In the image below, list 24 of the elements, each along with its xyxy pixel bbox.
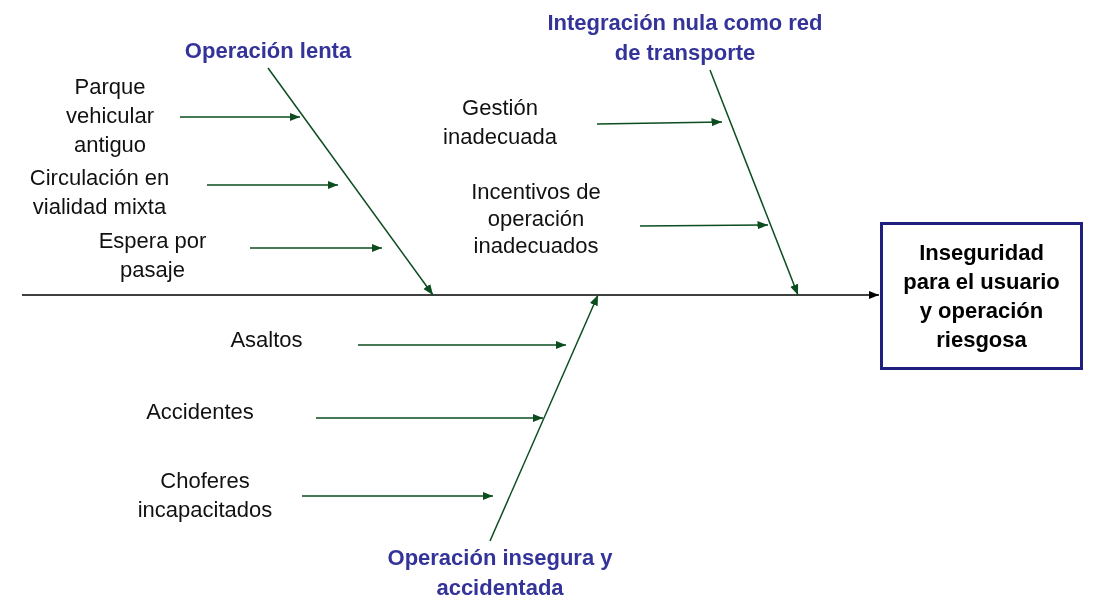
arrow <box>206 180 339 190</box>
arrow <box>249 243 383 253</box>
cause-label: Incentivos de operación inadecuados <box>440 178 640 259</box>
effect-box: Inseguridad para el usuario y operación riesgosa <box>880 222 1083 370</box>
category-label: Operación lenta <box>148 36 388 66</box>
bone-arrow <box>267 67 434 296</box>
cause-label: Gestión inadecuada <box>410 93 597 151</box>
arrow <box>357 340 567 350</box>
cause-label: Parque vehicular antiguo <box>40 72 180 159</box>
category-label: Integración nula como red de transporte <box>535 8 835 68</box>
bone-arrow <box>489 294 599 542</box>
arrow <box>301 491 494 501</box>
arrow <box>639 220 769 230</box>
bone-arrow <box>709 69 799 296</box>
cause-label: Espera por pasaje <box>70 226 250 284</box>
cause-label: Circulación en vialidad mixta <box>4 163 207 221</box>
spine-arrow <box>21 290 880 300</box>
cause-label: Asaltos <box>200 325 358 354</box>
arrow <box>179 112 301 122</box>
cause-label: Choferes incapacitados <box>115 466 302 524</box>
arrow <box>596 117 723 127</box>
cause-label: Accidentes <box>120 397 316 426</box>
category-label: Operación insegura y accidentada <box>355 543 645 603</box>
arrow <box>315 413 544 423</box>
